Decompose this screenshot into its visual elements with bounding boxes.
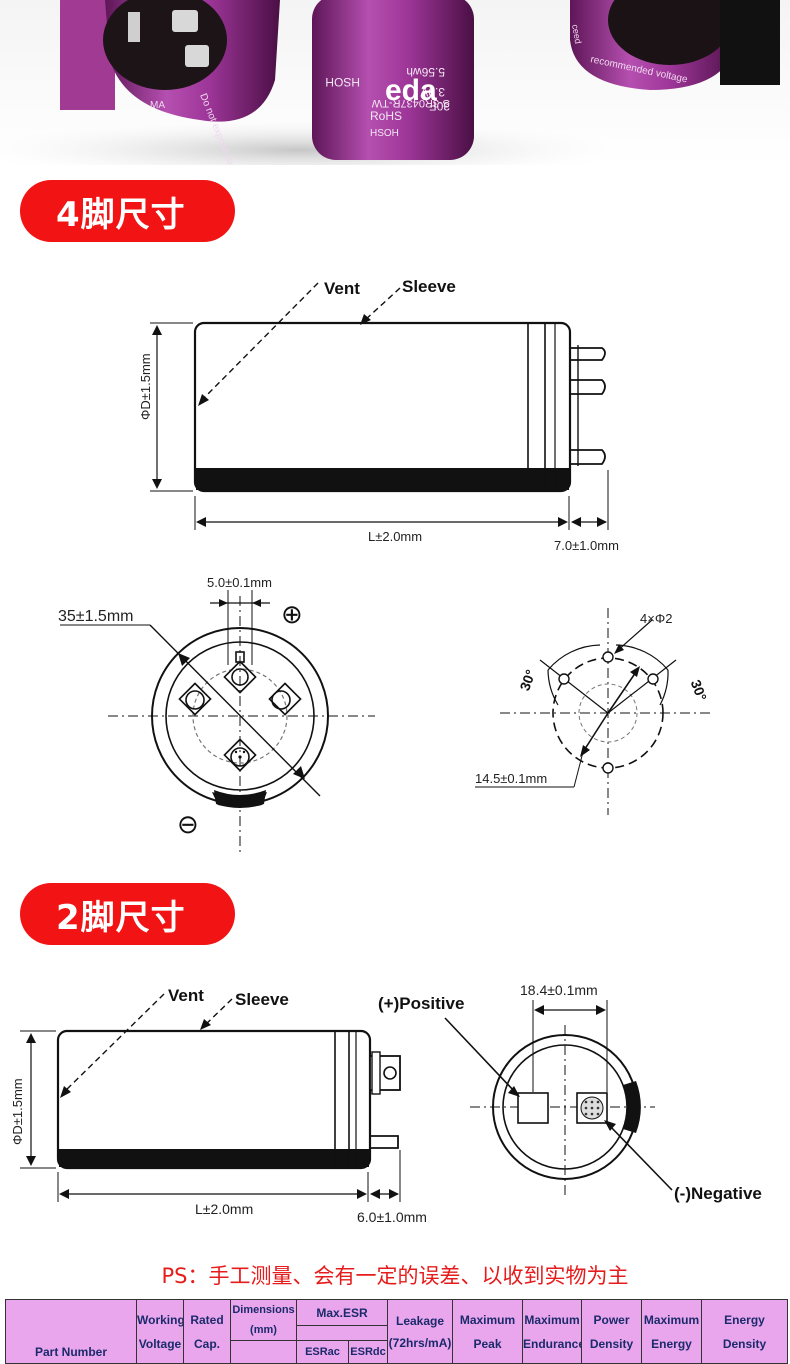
- section-title-2pin-text: 2脚尺寸: [56, 897, 186, 938]
- header-dimensions-sub: [230, 1340, 297, 1364]
- negative-label: (-)Negative: [674, 1184, 762, 1203]
- svg-text:3.0V: 3.0V: [420, 85, 445, 99]
- sleeve-label-4pin: Sleeve: [402, 277, 456, 296]
- diameter-label-2pin: ΦD±1.5mm: [10, 1078, 25, 1145]
- length-label-4pin: L±2.0mm: [368, 529, 422, 544]
- capacitor-right: recommended voltage ceed: [570, 0, 780, 90]
- measurement-note: PS：手工测量、会有一定的误差、以收到实物为主: [161, 1264, 629, 1288]
- front-view-4pin: 5.0±0.1mm 35±1.5mm ⊕ ⊖: [58, 575, 375, 852]
- front-view-2pin: 18.4±0.1mm (+)Positive (-)Negative: [378, 982, 762, 1203]
- header-part-number: Part Number: [5, 1299, 137, 1364]
- svg-text:RoHS: RoHS: [370, 109, 402, 123]
- diagram-4pin: ΦD±1.5mm L±2.0mm 7.0±1.0mm Vent Sleeve: [58, 277, 712, 852]
- header-esr-dc: ESRdc: [347, 1340, 389, 1364]
- diameter-label-front-4pin: 35±1.5mm: [58, 608, 133, 625]
- vent-label-2pin: Vent: [168, 986, 204, 1005]
- pin-length-label-2pin: 6.0±1.0mm: [357, 1209, 427, 1225]
- minus-icon: ⊖: [177, 809, 199, 839]
- positive-label: (+)Positive: [378, 994, 464, 1013]
- plus-icon: ⊕: [281, 599, 303, 629]
- pin-length-label-4pin: 7.0±1.0mm: [554, 538, 619, 553]
- diagram-2pin: ΦD±1.5mm L±2.0mm 6.0±1.0mm Vent Sleeve: [10, 982, 762, 1225]
- side-view-2pin: ΦD±1.5mm L±2.0mm 6.0±1.0mm Vent Sleeve: [10, 986, 427, 1225]
- svg-text:MA: MA: [150, 100, 165, 111]
- header-esr-ac: ESRac: [296, 1340, 349, 1364]
- svg-text:HSOH: HSOH: [370, 128, 399, 139]
- section-title-2pin: 2脚尺寸: [20, 883, 235, 945]
- product-photo: Do not expose to fire sparks or MA HSOH …: [0, 0, 790, 165]
- svg-text:HSOH: HSOH: [325, 75, 360, 89]
- angle-left-label: 30°: [516, 667, 538, 692]
- vent-label-4pin: Vent: [324, 279, 360, 298]
- section-title-4pin: 4脚尺寸: [20, 180, 235, 242]
- svg-text:30F: 30F: [429, 99, 450, 113]
- holes-label: 4×Φ2: [640, 611, 672, 626]
- pitch-label: 14.5±0.1mm: [475, 771, 547, 786]
- capacitor-middle: HSOH 5.56wh 3.0V 30F S-3R0437R-TW eda Ro…: [312, 0, 474, 160]
- side-view-4pin: ΦD±1.5mm L±2.0mm 7.0±1.0mm Vent Sleeve: [138, 277, 619, 553]
- header-max-esr: Max.ESR: [295, 1298, 389, 1327]
- svg-text:S-3R0437R-TW: S-3R0437R-TW: [371, 97, 450, 109]
- diameter-label-4pin: ΦD±1.5mm: [138, 353, 153, 420]
- header-dimensions: Dimensions(mm): [230, 1299, 297, 1341]
- header-leakage: Leakage(72hrs/mA): [387, 1299, 454, 1364]
- length-label-2pin: L±2.0mm: [195, 1201, 253, 1217]
- hole-pattern-4pin: 4×Φ2 30° 30° 14.5±0.1mm: [475, 608, 712, 815]
- svg-text:eda: eda: [385, 74, 437, 107]
- header-esr-spacer: [295, 1325, 389, 1341]
- svg-text:ceed: ceed: [570, 24, 583, 45]
- pin-spacing-label-2pin: 18.4±0.1mm: [520, 982, 598, 998]
- angle-right-label: 30°: [688, 678, 710, 703]
- sleeve-label-2pin: Sleeve: [235, 990, 289, 1009]
- section-title-4pin-text: 4脚尺寸: [56, 194, 186, 235]
- pin-spacing-label-4pin: 5.0±0.1mm: [207, 575, 272, 590]
- svg-text:5.56wh: 5.56wh: [406, 65, 445, 79]
